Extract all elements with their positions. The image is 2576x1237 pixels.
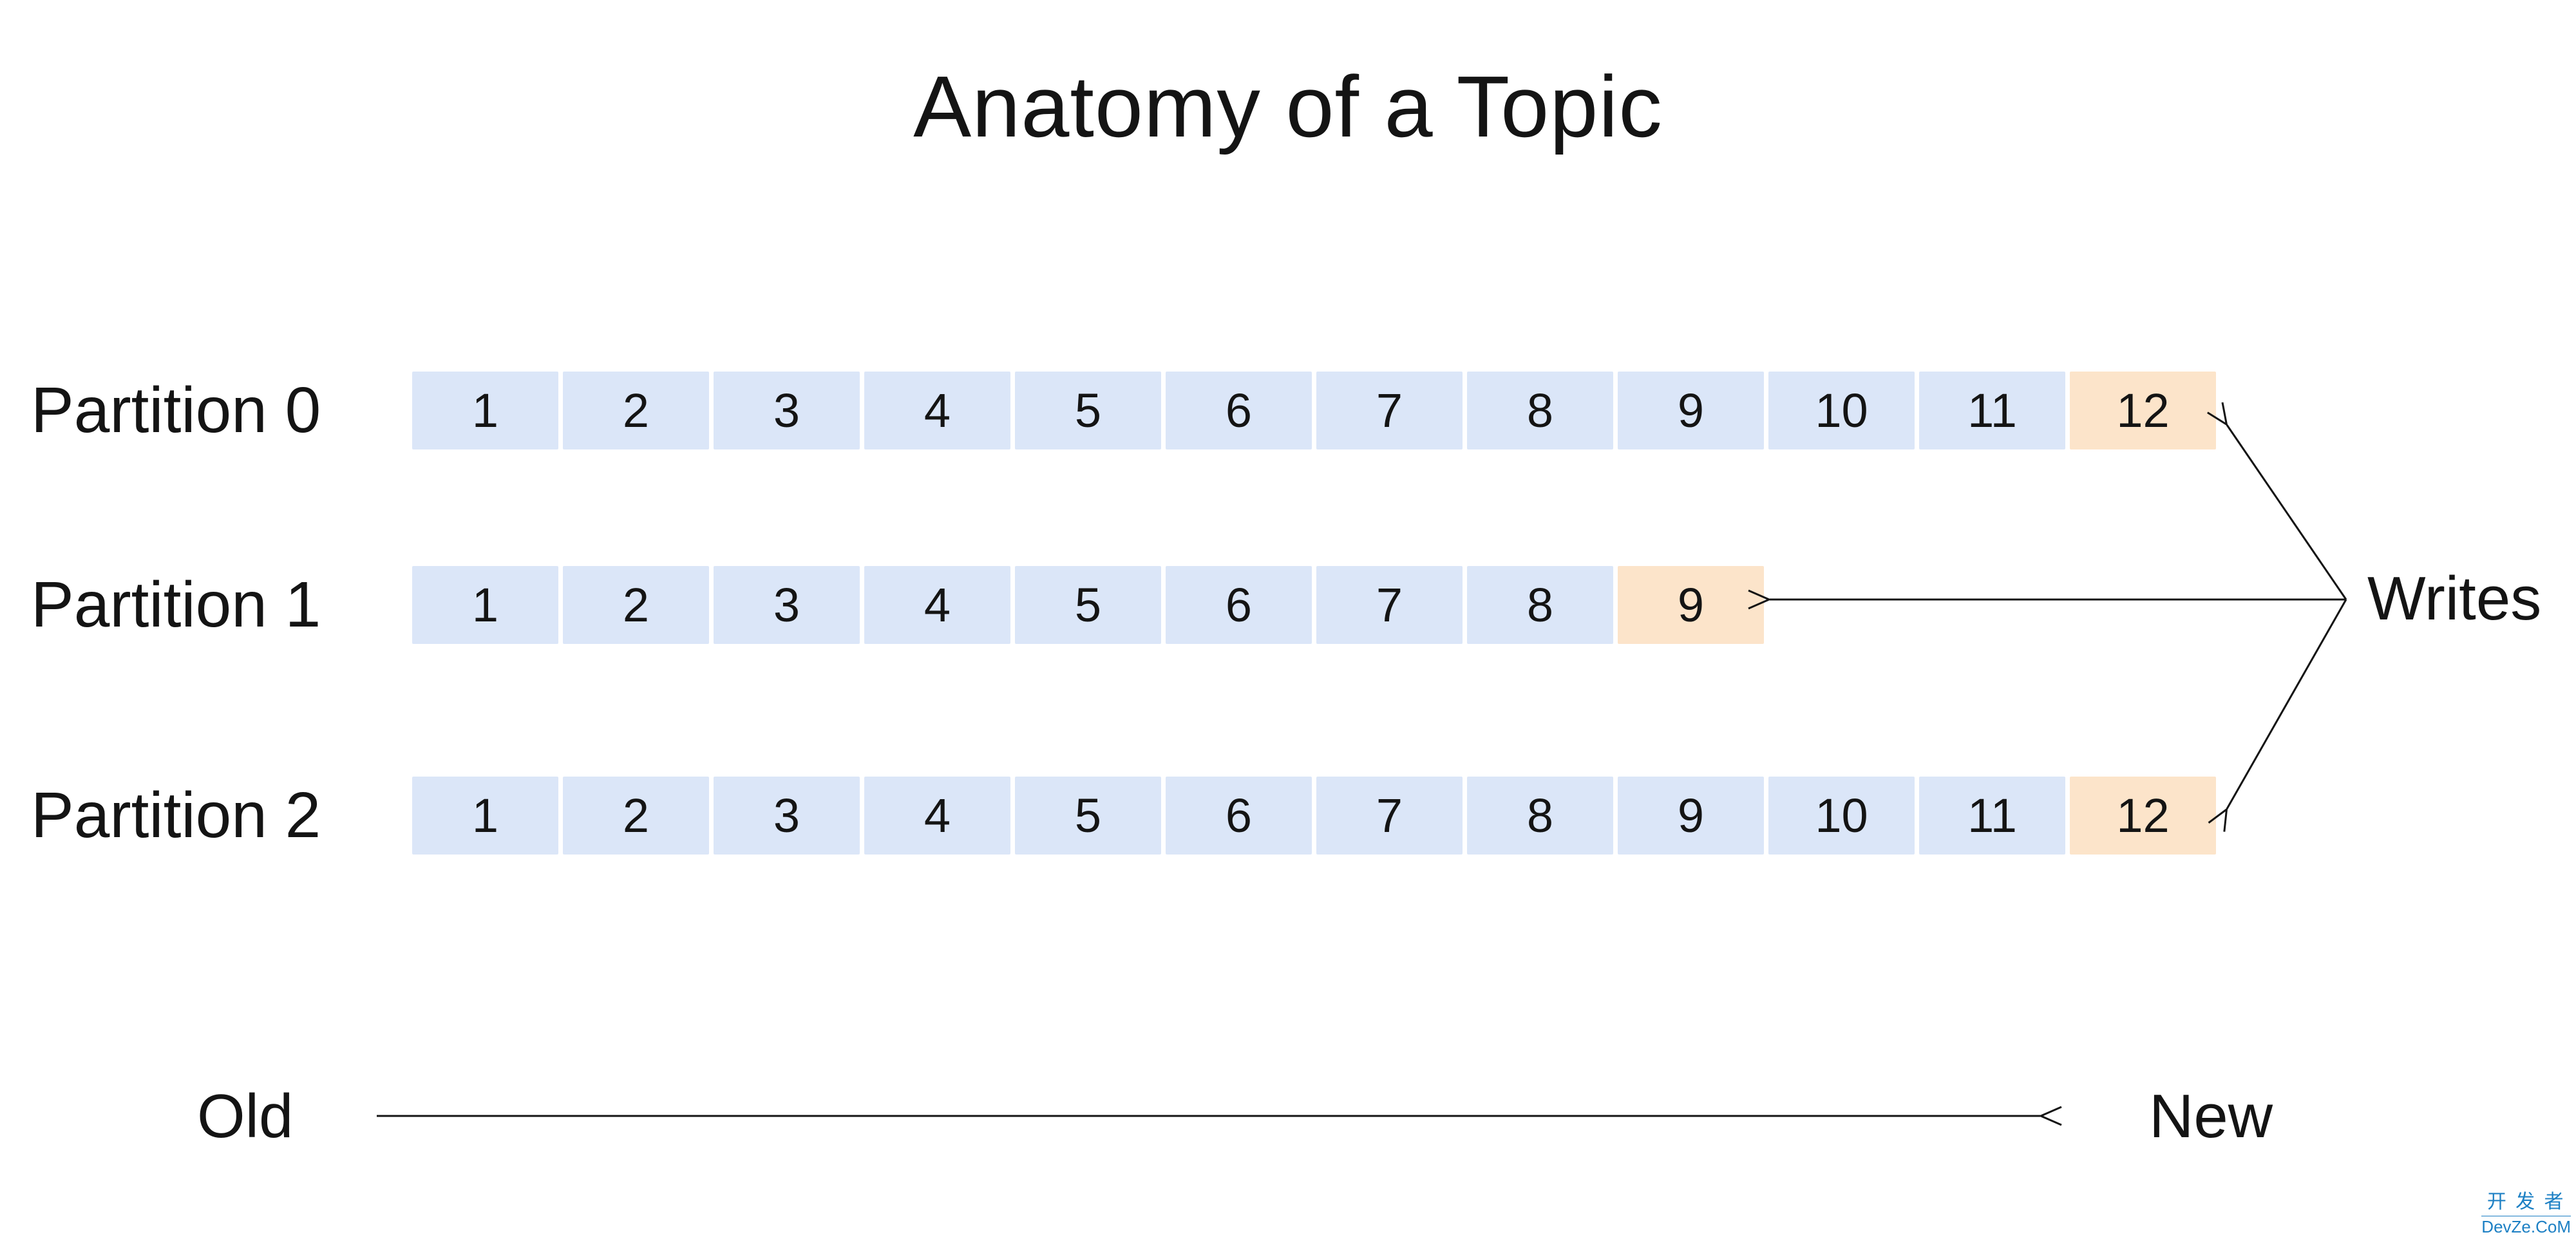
new-label: New — [2149, 1082, 2273, 1151]
offset-cell: 4 — [864, 777, 1010, 855]
offset-cell: 2 — [563, 372, 709, 449]
watermark: 开 发 者 DevZe.CoM — [2481, 1185, 2571, 1237]
offset-cell: 8 — [1467, 566, 1613, 644]
offset-cell-highlighted: 12 — [2070, 777, 2216, 855]
diagram-title: Anatomy of a Topic — [913, 58, 1663, 155]
offset-cell: 3 — [714, 372, 860, 449]
offset-cell: 1 — [412, 372, 558, 449]
offset-cell: 8 — [1467, 372, 1613, 449]
partition-label-2: Partition 2 — [31, 779, 321, 851]
offset-cell: 10 — [1768, 777, 1915, 855]
offset-cell: 9 — [1618, 777, 1764, 855]
offset-cell: 10 — [1768, 372, 1915, 449]
offset-cell: 5 — [1015, 372, 1161, 449]
offset-cell: 1 — [412, 777, 558, 855]
offset-cell: 11 — [1919, 777, 2065, 855]
offset-cell: 1 — [412, 566, 558, 644]
offset-cell: 6 — [1166, 566, 1312, 644]
old-label: Old — [197, 1082, 294, 1151]
partition-label-0: Partition 0 — [31, 374, 321, 446]
offset-cell: 11 — [1919, 372, 2065, 449]
offset-cell: 4 — [864, 372, 1010, 449]
watermark-site-text: DevZe.CoM — [2481, 1217, 2571, 1236]
offset-cell: 3 — [714, 777, 860, 855]
watermark-cjk-text: 开 发 者 — [2481, 1185, 2571, 1216]
offset-cell: 7 — [1316, 566, 1463, 644]
offset-cell: 5 — [1015, 566, 1161, 644]
offset-cell-highlighted: 12 — [2070, 372, 2216, 449]
offset-cell: 5 — [1015, 777, 1161, 855]
writes-label: Writes — [2367, 564, 2542, 633]
offset-cell: 2 — [563, 777, 709, 855]
offset-cell: 2 — [563, 566, 709, 644]
offset-cell-highlighted: 9 — [1618, 566, 1764, 644]
offset-cell: 6 — [1166, 372, 1312, 449]
offset-cell: 7 — [1316, 777, 1463, 855]
offset-cell: 9 — [1618, 372, 1764, 449]
offset-cell: 3 — [714, 566, 860, 644]
offset-cell: 4 — [864, 566, 1010, 644]
offset-cell: 7 — [1316, 372, 1463, 449]
offset-cell: 6 — [1166, 777, 1312, 855]
partition-label-1: Partition 1 — [31, 569, 321, 641]
offset-cell: 8 — [1467, 777, 1613, 855]
